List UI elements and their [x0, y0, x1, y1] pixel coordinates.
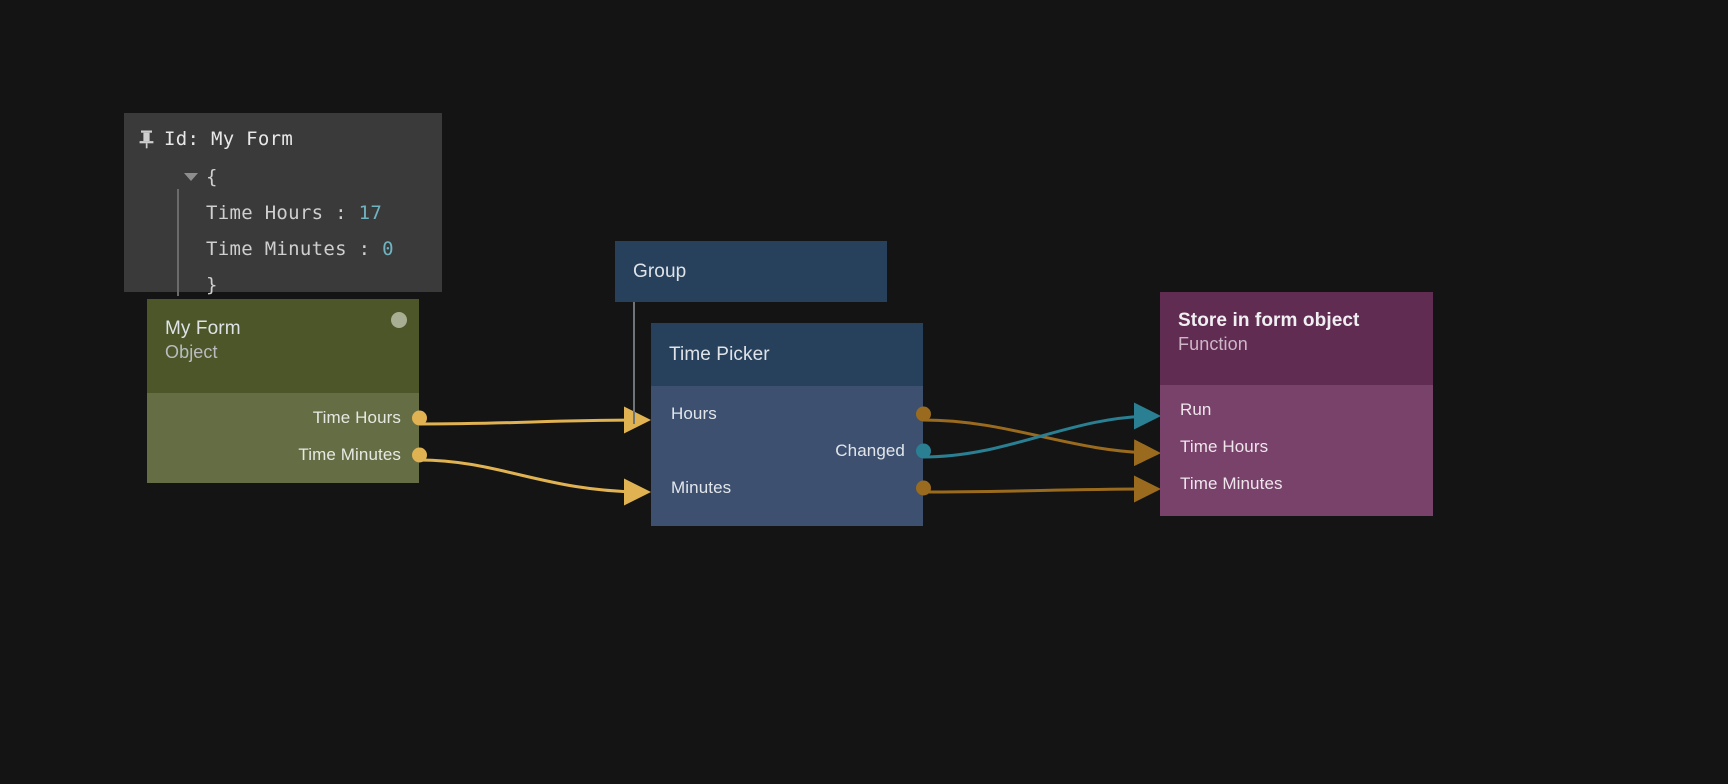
inspector-header: Id: My Form — [124, 125, 442, 153]
node-time-picker-header[interactable]: Time Picker — [651, 323, 923, 386]
pinned-inspector-panel[interactable]: Id: My Form { Time Hours : 17 Time Minut… — [124, 113, 442, 296]
node-store-subtitle: Function — [1178, 334, 1248, 354]
output-port-time-hours[interactable]: Time Hours — [147, 399, 427, 436]
input-port-hours-label: Hours — [671, 403, 717, 423]
node-time-picker-title: Time Picker — [669, 343, 770, 365]
input-port-store-time-minutes-label: Time Minutes — [1180, 473, 1283, 493]
output-port-time-minutes[interactable]: Time Minutes — [147, 436, 427, 473]
node-time-picker[interactable]: Time Picker Hours Changed Minutes — [651, 323, 931, 526]
node-my-form-header[interactable]: My Form Object — [147, 299, 419, 393]
edge-timehours-to-hours — [418, 406, 651, 434]
inspector-property-value-0: 17 — [358, 202, 383, 224]
node-store-header[interactable]: Store in form object Function — [1160, 292, 1433, 385]
input-port-minutes[interactable]: Minutes — [651, 469, 931, 506]
inspector-open-brace: { — [206, 166, 218, 188]
edge-picker-to-timehours — [922, 418, 1161, 467]
node-group[interactable]: Group — [615, 241, 887, 302]
inspector-close-brace: } — [206, 274, 218, 296]
node-store-body: Run Time Hours Time Minutes — [1160, 385, 1433, 516]
node-my-form-title: My Form — [165, 318, 241, 339]
edge-changed-to-run — [922, 402, 1161, 459]
input-port-minutes-label: Minutes — [671, 477, 732, 497]
inspector-property-row: Time Hours : 17 — [138, 195, 442, 231]
input-port-store-time-minutes[interactable]: Time Minutes — [1160, 465, 1433, 502]
node-store-title: Store in form object — [1178, 310, 1360, 331]
input-port-run-label: Run — [1180, 399, 1212, 419]
input-port-run[interactable]: Run — [1160, 391, 1433, 428]
node-time-picker-body: Hours Changed Minutes — [651, 386, 931, 526]
node-group-title: Group — [633, 260, 687, 282]
node-store-in-form-object[interactable]: Store in form object Function Run Time H… — [1160, 292, 1433, 516]
output-port-time-hours-label: Time Hours — [312, 407, 401, 427]
inspector-tree: { Time Hours : 17 Time Minutes : 0 } — [124, 159, 442, 303]
inspector-open-brace-row[interactable]: { — [138, 159, 442, 195]
output-port-time-minutes-dot[interactable] — [412, 447, 427, 462]
node-my-form-subtitle: Object — [165, 342, 218, 362]
inspector-guide-line — [177, 189, 179, 296]
input-port-store-time-hours[interactable]: Time Hours — [1160, 428, 1433, 465]
output-port-changed[interactable]: Changed — [651, 432, 931, 469]
output-port-changed-label: Changed — [835, 440, 905, 460]
inspector-property-key-1: Time Minutes : — [206, 238, 383, 260]
pin-icon[interactable] — [138, 129, 155, 149]
inspector-property-row: Time Minutes : 0 — [138, 231, 442, 267]
inspector-close-brace-row: } — [138, 267, 442, 303]
input-port-hours[interactable]: Hours — [651, 395, 931, 432]
group-connector-stem — [633, 302, 635, 424]
input-port-store-time-hours-label: Time Hours — [1180, 436, 1269, 456]
node-my-form-body: Time Hours Time Minutes — [147, 393, 427, 483]
output-port-bottom-dot[interactable] — [916, 480, 931, 495]
inspector-property-value-1: 0 — [382, 238, 394, 260]
inspector-title: Id: My Form — [164, 128, 294, 150]
chevron-down-icon[interactable] — [184, 173, 198, 181]
output-port-time-hours-dot[interactable] — [412, 410, 427, 425]
edge-picker-to-timeminutes — [922, 475, 1161, 503]
output-port-top-dot[interactable] — [916, 406, 931, 421]
status-dot-icon — [391, 312, 407, 328]
output-port-time-minutes-label: Time Minutes — [298, 444, 401, 464]
edge-timeminutes-to-minutes — [418, 458, 651, 506]
inspector-property-key-0: Time Hours : — [206, 202, 359, 224]
output-port-changed-dot[interactable] — [916, 443, 931, 458]
node-my-form[interactable]: My Form Object Time Hours Time Minutes — [147, 299, 427, 483]
node-group-header[interactable]: Group — [615, 241, 887, 302]
